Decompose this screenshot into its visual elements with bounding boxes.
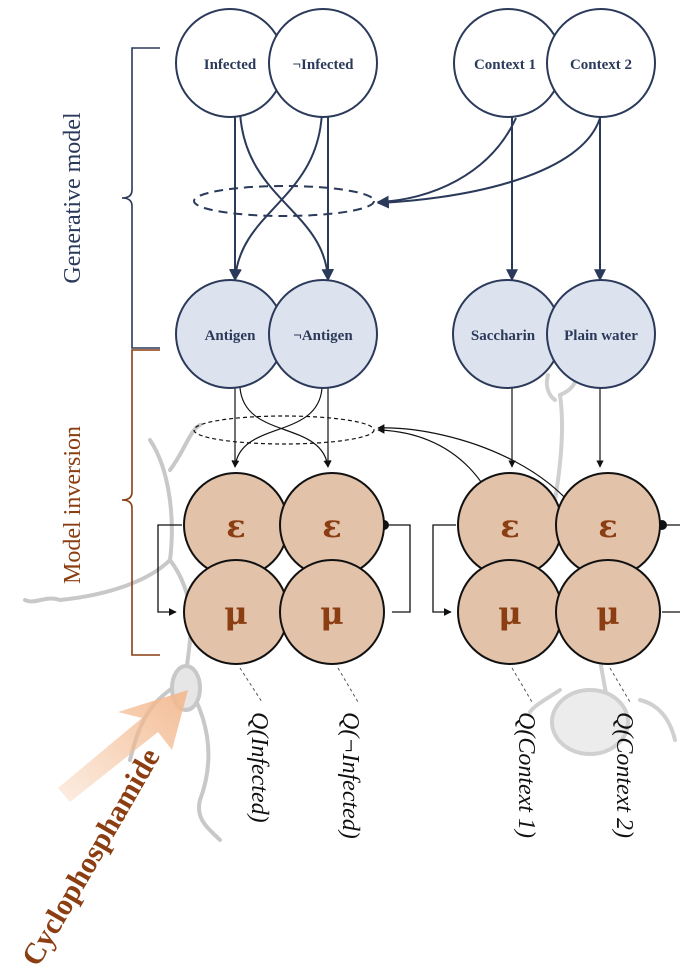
node-not-infected: ¬Infected (268, 8, 378, 118)
node-saccharin: Saccharin (452, 279, 562, 389)
unit-mu-infected-label: μ (224, 594, 247, 632)
node-plain-water: Plain water (546, 279, 656, 389)
recurrent-loops (157, 524, 680, 616)
unit-mu-infected: μ (183, 559, 289, 665)
unit-mu-context-2: μ (555, 559, 661, 665)
node-not-antigen: ¬Antigen (268, 279, 378, 389)
unit-error-context-2-label: ε (598, 507, 617, 545)
unit-mu-not-infected-label: μ (320, 594, 343, 632)
node-antigen: Antigen (175, 279, 285, 389)
node-context-2-label: Context 2 (570, 57, 632, 73)
posterior-q-context-1: Q(Context 1) (513, 712, 539, 838)
node-infected-label: Infected (204, 57, 257, 73)
posterior-q-infected: Q(Infected) (246, 712, 272, 823)
inverse-mapping-ellipse (193, 415, 375, 445)
unit-error-not-infected-label: ε (322, 507, 341, 545)
posterior-leader-lines (239, 667, 631, 703)
inversion-bracket (121, 349, 160, 656)
node-infected: Infected (175, 8, 285, 118)
cyclophosphamide-arrow (58, 690, 188, 802)
unit-mu-context-1-label: μ (498, 594, 521, 632)
likelihood-mapping-ellipse (193, 185, 375, 217)
unit-error-context-2: ε (555, 472, 661, 578)
node-plain-water-label: Plain water (564, 328, 638, 344)
node-context-1: Context 1 (453, 8, 563, 118)
posterior-q-context-2: Q(Context 2) (611, 712, 637, 838)
posterior-q-not-infected: Q(¬Infected) (337, 712, 363, 839)
unit-mu-not-infected: μ (279, 559, 385, 665)
node-context-2: Context 2 (546, 8, 656, 118)
unit-error-context-1-label: ε (500, 507, 519, 545)
generative-model-label: Generative model (60, 112, 86, 284)
node-not-antigen-label: ¬Antigen (293, 328, 353, 344)
node-saccharin-label: Saccharin (471, 328, 536, 344)
node-antigen-label: Antigen (205, 328, 256, 344)
unit-error-infected: ε (183, 472, 289, 578)
generative-arrows (229, 111, 606, 282)
unit-mu-context-1: μ (457, 559, 563, 665)
generative-bracket (121, 47, 160, 349)
node-context-1-label: Context 1 (474, 57, 536, 73)
unit-error-infected-label: ε (226, 507, 245, 545)
node-not-infected-label: ¬Infected (292, 57, 354, 73)
model-inversion-label: Model inversion (60, 426, 86, 584)
unit-mu-context-2-label: μ (596, 594, 619, 632)
